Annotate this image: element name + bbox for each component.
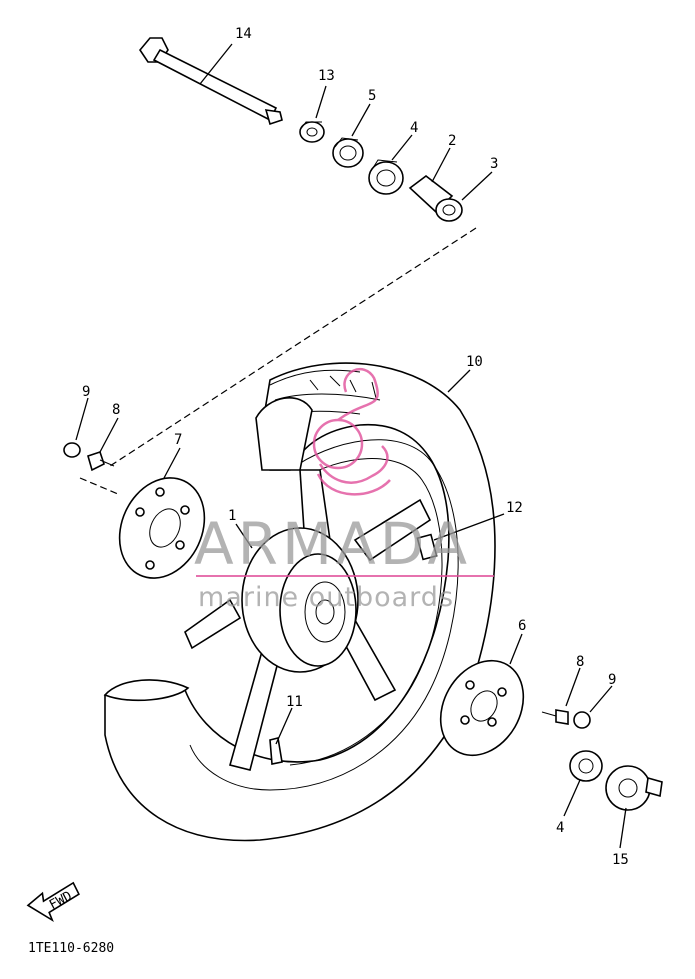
- brake-disc-part-6: [439, 659, 525, 757]
- callout-7: 7: [174, 432, 182, 448]
- collar-part-2: [408, 174, 463, 222]
- callout-8-left: 8: [112, 402, 120, 418]
- bolt-part-8-right: [541, 709, 569, 725]
- callout-11: 11: [286, 694, 303, 710]
- callout-12: 12: [506, 500, 523, 516]
- leader-lines: [75, 43, 627, 849]
- callout-10: 10: [466, 354, 483, 370]
- callout-2: 2: [448, 133, 456, 149]
- callout-3: 3: [490, 156, 498, 172]
- diagram-code: 1TE110-6280: [28, 941, 114, 956]
- callout-9-right: 9: [608, 672, 616, 688]
- callout-5: 5: [368, 88, 376, 104]
- wheel-part-10: [103, 362, 496, 842]
- brake-disc-part-7: [118, 477, 206, 579]
- callout-9-left: 9: [82, 384, 90, 400]
- watermark: ARMADA marine outboards: [194, 367, 494, 613]
- callout-6: 6: [518, 618, 526, 634]
- spacer-part-13: [299, 121, 325, 143]
- assembly-guide-line: [79, 477, 119, 495]
- bearing-part-4-top: [368, 159, 404, 195]
- nut-part-9-right: [573, 711, 591, 729]
- nut-part-9-left: [63, 442, 81, 458]
- bearing-part-4-bottom: [569, 750, 603, 782]
- gear-unit-part-15: [605, 765, 663, 811]
- fwd-arrow-icon: FWD: [26, 881, 80, 923]
- callout-13: 13: [318, 68, 335, 84]
- watermark-brand: ARMADA: [194, 510, 471, 578]
- bolt-part-8-left: [87, 450, 115, 472]
- callout-14: 14: [235, 26, 252, 42]
- watermark-subtitle: marine outboards: [198, 582, 454, 613]
- bearing-part-5: [332, 137, 364, 168]
- callout-4-top: 4: [410, 120, 418, 136]
- watermark-logo-icon: [312, 367, 391, 496]
- callout-8-right: 8: [576, 654, 584, 670]
- callout-1: 1: [228, 508, 236, 524]
- assembly-guide-line: [109, 227, 477, 467]
- callout-15: 15: [612, 852, 629, 868]
- callout-4-bottom: 4: [556, 820, 564, 836]
- axle-part-14: [139, 37, 283, 126]
